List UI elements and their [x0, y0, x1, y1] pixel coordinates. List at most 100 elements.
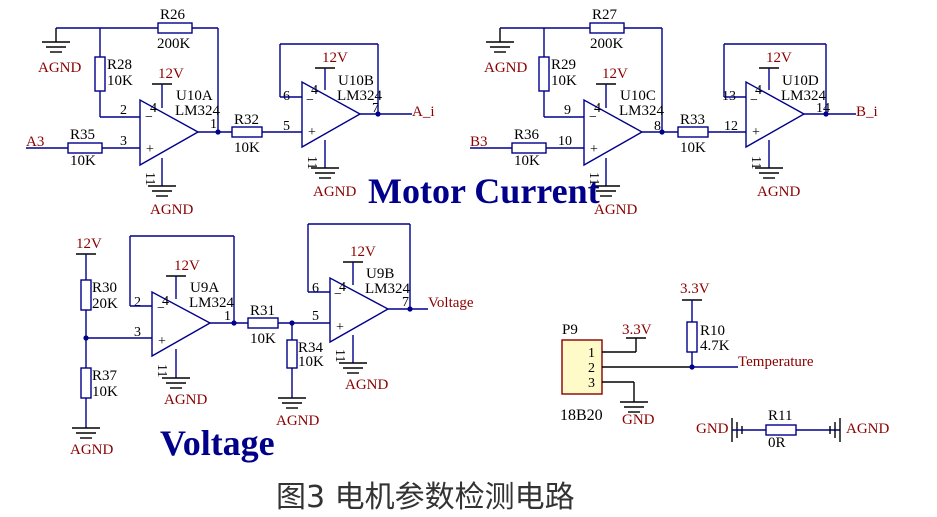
r37-ref: R37 [92, 368, 118, 384]
agnd-label: AGND [345, 377, 388, 393]
ground-symbol [486, 28, 514, 53]
pin-label: 2 [134, 295, 141, 310]
plus-sign: + [308, 125, 316, 140]
ground-symbol [755, 167, 783, 179]
minus-sign: − [589, 110, 597, 125]
pin-label: 7 [372, 101, 379, 116]
pin-label: 3 [120, 134, 127, 149]
ground-symbol [311, 167, 339, 179]
pin-label: 4 [150, 101, 157, 116]
r27-value: 200K [590, 36, 624, 52]
vcc-label: 12V [76, 236, 102, 252]
minus-sign: − [157, 301, 165, 316]
ground-symbol [339, 362, 367, 374]
voltage-title: Voltage [160, 423, 275, 463]
ground-symbol [620, 401, 648, 413]
minus-sign: − [334, 287, 342, 302]
vcc-label: 12V [322, 50, 348, 66]
u10c-ref: U10C [620, 88, 656, 104]
minus-sign: − [145, 110, 153, 125]
opamp-u10a [139, 98, 200, 167]
vcc-label: 12V [602, 66, 628, 82]
pin-label: 3 [588, 376, 595, 391]
resistor-r33 [677, 126, 709, 138]
pin-label: 4 [311, 83, 318, 98]
r31-value: 10K [250, 331, 276, 347]
resistor-r31 [247, 317, 279, 329]
pin-label: 11 [332, 349, 347, 362]
pin-label: 5 [312, 309, 319, 324]
pin-label: 4 [162, 294, 169, 309]
pin-label: 11 [154, 364, 169, 377]
pin-label: 1 [224, 309, 231, 324]
resistor-r34 [286, 339, 298, 369]
r11-value: 0R [768, 435, 786, 451]
r31-ref: R31 [250, 303, 275, 319]
plus-sign: + [336, 320, 344, 335]
ground-symbol [72, 427, 100, 439]
opamp-u10b [301, 80, 362, 149]
voltage-net-label: Voltage [428, 295, 474, 311]
connector-p9 [561, 339, 603, 395]
agnd-label: AGND [164, 392, 207, 408]
ground-symbol [148, 185, 176, 197]
pin-label: 11 [304, 156, 319, 169]
opamp-u9b [329, 276, 390, 344]
vcc-label: 12V [766, 50, 792, 66]
agnd-label: AGND [757, 184, 800, 200]
plus-sign: + [752, 125, 760, 140]
opamp-u9a [151, 290, 212, 358]
agnd-label: AGND [150, 202, 193, 218]
r10-ref: R10 [700, 323, 725, 339]
pin-label: 11 [748, 156, 763, 169]
pin-label: 2 [588, 361, 595, 376]
pin-label: 5 [283, 119, 290, 134]
u9a-ref: U9A [190, 280, 219, 296]
opamp-u10d [745, 80, 806, 149]
ground-symbol [278, 397, 306, 409]
resistor-r10 [686, 321, 698, 353]
u9b-ref: U9B [366, 266, 394, 282]
u9b-part: LM324 [365, 281, 411, 297]
r10-value: 4.7K [700, 338, 730, 354]
u10d-part: LM324 [781, 88, 827, 104]
ground-symbol [162, 377, 190, 389]
r32-value: 10K [234, 140, 260, 156]
r28-value: 10K [107, 73, 133, 89]
r33-ref: R33 [680, 112, 705, 128]
agnd-label: AGND [313, 184, 356, 200]
gnd-label: GND [622, 412, 655, 428]
agnd-label: AGND [38, 60, 81, 76]
r36-ref: R36 [514, 127, 540, 143]
resistor-r29 [538, 56, 550, 92]
vcc-label: 12V [174, 258, 200, 274]
ground-symbol [42, 28, 70, 53]
u9a-part: LM324 [189, 295, 235, 311]
u10c-part: LM324 [619, 103, 665, 119]
resistor-r11 [765, 424, 797, 436]
vcc-label: 12V [350, 244, 376, 260]
agnd-label: AGND [70, 442, 113, 458]
figure-caption: 图3 电机参数检测电路 [276, 480, 575, 515]
motor-current-title: Motor Current [368, 171, 600, 211]
opamp-u10c [583, 98, 644, 167]
pin-label: 1 [588, 346, 595, 361]
plus-sign: + [146, 142, 154, 157]
r37-value: 10K [92, 384, 118, 400]
resistor-r35 [67, 142, 103, 154]
vcc-3v3-label: 3.3V [622, 322, 652, 338]
u10d-ref: U10D [782, 73, 819, 89]
pin-label: 11 [142, 172, 157, 185]
plus-sign: + [590, 142, 598, 157]
vcc-label: 12V [158, 66, 184, 82]
temperature-net-label: Temperature [738, 354, 814, 370]
u10a-part: LM324 [175, 103, 221, 119]
resistor-r32 [231, 126, 263, 138]
u10a-ref: U10A [176, 88, 213, 104]
resistor-r26 [157, 22, 193, 34]
r30-value: 20K [92, 296, 118, 312]
agnd-label: AGND [276, 413, 319, 429]
vcc-3v3-label: 3.3V [680, 281, 710, 297]
minus-sign: − [306, 93, 314, 108]
r26-ref: R26 [160, 7, 186, 23]
